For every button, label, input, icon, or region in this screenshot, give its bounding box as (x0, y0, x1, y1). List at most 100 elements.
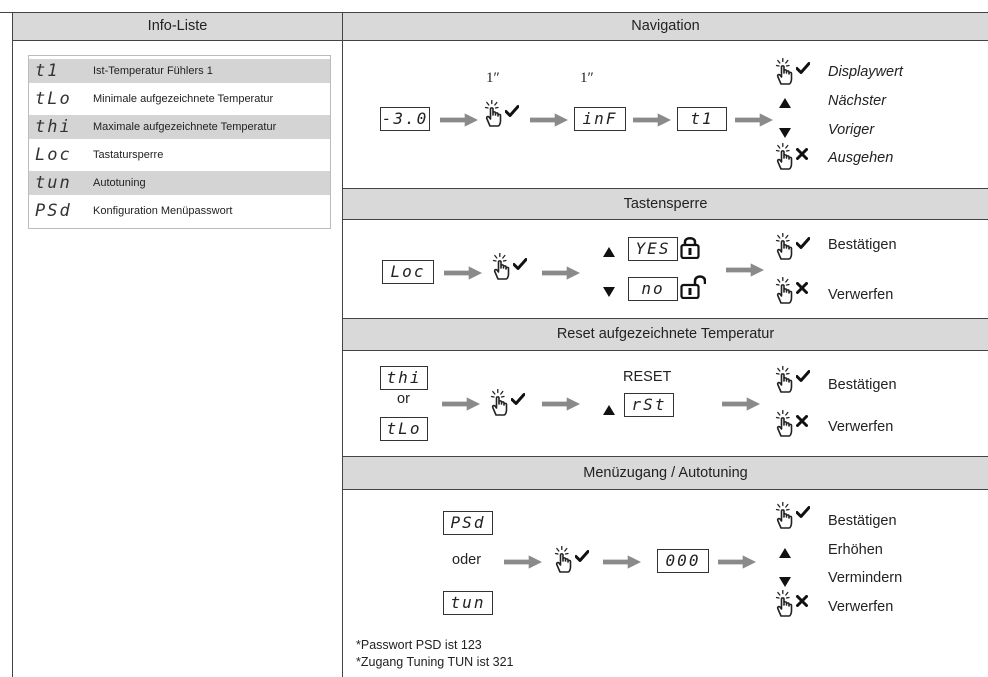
display-tlo: tLo (380, 417, 428, 441)
lock-open-icon (680, 275, 706, 304)
arrow-right-icon (530, 113, 568, 127)
arrow-right-icon (735, 113, 773, 127)
info-code: tLo (35, 89, 72, 109)
lock-bottom-line (342, 318, 988, 319)
info-label: Ist-Temperatur Fühlers 1 (93, 65, 213, 77)
up-triangle-icon (603, 244, 615, 262)
up-triangle-icon (603, 402, 615, 420)
info-list: t1 Ist-Temperatur Fühlers 1 tLo Minimale… (28, 55, 331, 229)
reset-bottom-line (342, 456, 988, 457)
navigation-header: Navigation (343, 13, 988, 40)
display-no: no (628, 277, 678, 301)
display-yes: YES (628, 237, 678, 261)
info-label: Tastatursperre (93, 149, 164, 161)
top-border (0, 12, 988, 13)
lock-header-line (342, 219, 988, 220)
lock-header: Tastensperre (343, 189, 988, 219)
option-exit: Ausgehen (828, 150, 894, 166)
arrow-right-icon (444, 266, 482, 280)
info-row: Loc Tastatursperre (29, 143, 330, 167)
hold-time-label: 1″ (580, 70, 594, 86)
arrow-right-icon (722, 397, 760, 411)
display-t1: t1 (677, 107, 727, 131)
arrow-right-icon (542, 397, 580, 411)
info-code: Loc (35, 145, 72, 165)
display-value-000: 000 (657, 549, 709, 573)
check-icon (513, 257, 527, 275)
check-icon (505, 104, 519, 122)
confirm-label: Bestätigen (828, 513, 897, 529)
info-label: Konfiguration Menüpasswort (93, 205, 233, 217)
press-hand-icon (773, 233, 797, 266)
press-hand-icon (552, 546, 576, 579)
down-triangle-icon (603, 284, 615, 302)
press-hand-icon (773, 502, 797, 535)
discard-label: Verwerfen (828, 599, 894, 615)
press-hand-icon (773, 143, 797, 176)
check-icon (796, 505, 810, 523)
info-row: t1 Ist-Temperatur Fühlers 1 (29, 59, 330, 83)
info-list-header: Info-Liste (13, 13, 342, 40)
or-label: oder (452, 552, 482, 568)
press-hand-icon (773, 277, 797, 310)
display-value: -3.0 (380, 107, 430, 131)
reset-header: Reset aufgezeichnete Temperatur (343, 319, 988, 350)
arrow-right-icon (603, 555, 641, 569)
press-hand-icon (488, 389, 512, 422)
menu-header: Menüzugang / Autotuning (343, 457, 988, 489)
display-rst: rSt (624, 393, 674, 417)
arrow-right-icon (504, 555, 542, 569)
option-display-value: Displaywert (828, 64, 903, 80)
info-row: thi Maximale aufgezeichnete Temperatur (29, 115, 330, 139)
cross-icon (796, 594, 808, 612)
press-hand-icon (490, 253, 514, 286)
column-divider (342, 12, 343, 677)
display-tun: tun (443, 591, 493, 615)
note-tuning: *Zugang Tuning TUN ist 321 (356, 655, 514, 669)
info-code: PSd (35, 201, 72, 221)
cross-icon (796, 281, 808, 299)
press-hand-icon (773, 58, 797, 91)
nav-bottom-line (342, 188, 988, 189)
cross-icon (796, 147, 808, 165)
check-icon (796, 61, 810, 79)
header-bottom-line (12, 40, 988, 41)
press-hand-icon (773, 410, 797, 443)
info-code: tun (35, 173, 72, 193)
reset-label: RESET (623, 369, 672, 385)
lock-closed-icon (680, 235, 700, 264)
confirm-label: Bestätigen (828, 237, 897, 253)
press-hand-icon (773, 366, 797, 399)
info-label: Autotuning (93, 177, 146, 189)
or-label: or (397, 391, 410, 407)
up-triangle-icon (779, 95, 791, 113)
press-hand-icon (773, 590, 797, 623)
arrow-right-icon (440, 113, 478, 127)
arrow-right-icon (633, 113, 671, 127)
display-info: inF (574, 107, 626, 131)
down-triangle-icon (779, 125, 791, 143)
arrow-right-icon (542, 266, 580, 280)
check-icon (796, 369, 810, 387)
option-next: Nächster (828, 93, 887, 109)
display-loc: Loc (382, 260, 434, 284)
info-code: thi (35, 117, 72, 137)
up-triangle-icon (779, 545, 791, 563)
info-label: Maximale aufgezeichnete Temperatur (93, 121, 277, 133)
arrow-right-icon (726, 263, 764, 277)
info-row: tLo Minimale aufgezeichnete Temperatur (29, 87, 330, 111)
discard-label: Verwerfen (828, 287, 894, 303)
reset-header-line (342, 350, 988, 351)
confirm-label: Bestätigen (828, 377, 897, 393)
decrease-label: Vermindern (828, 570, 903, 586)
check-icon (511, 392, 525, 410)
display-thi: thi (380, 366, 428, 390)
info-row: PSd Konfiguration Menüpasswort (29, 199, 330, 223)
discard-label: Verwerfen (828, 419, 894, 435)
display-psd: PSd (443, 511, 493, 535)
hold-time-label: 1″ (486, 70, 500, 86)
check-icon (575, 549, 589, 567)
check-icon (796, 236, 810, 254)
note-password: *Passwort PSD ist 123 (356, 638, 482, 652)
